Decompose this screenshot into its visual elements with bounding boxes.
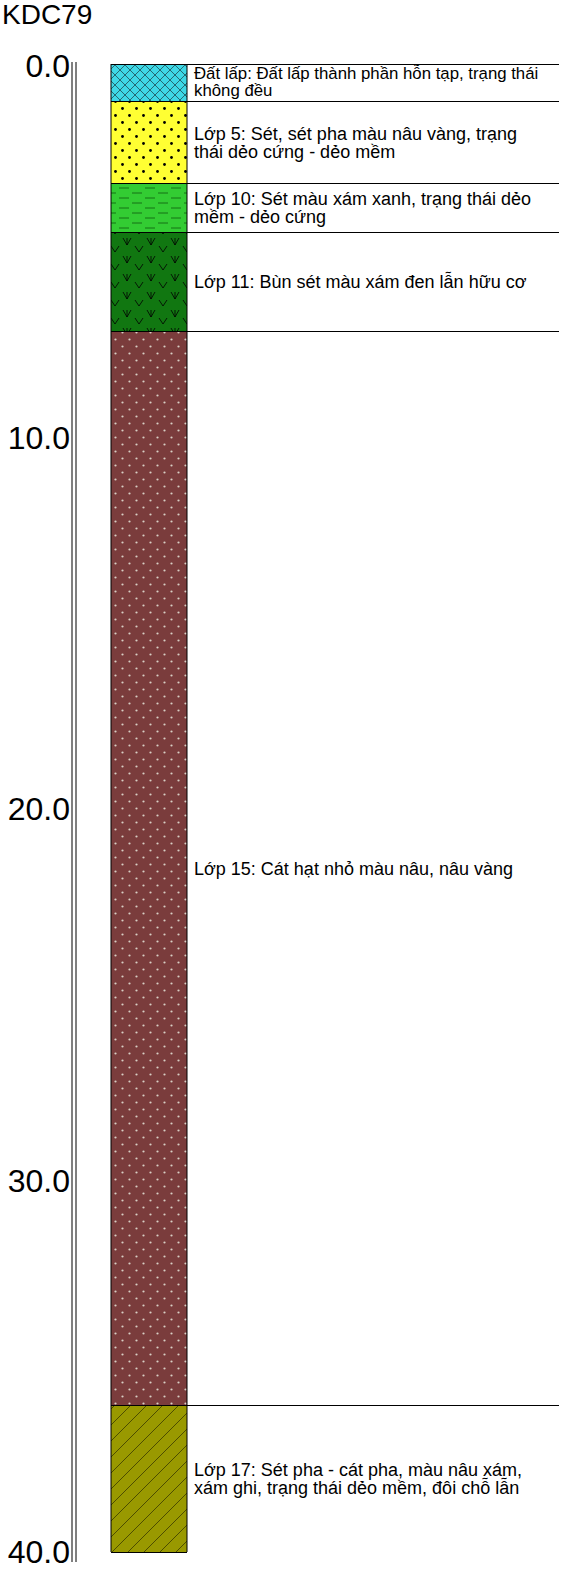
layer-description: Lớp 11: Bùn sét màu xám đen lẫn hữu cơ [194,273,539,291]
soil-layer-band: Đất lấp: Đất lấp thành phần hỗn tạp, trạ… [188,65,561,101]
layer-description: Đất lấp: Đất lấp thành phần hỗn tạp, trạ… [194,66,539,100]
layer-description: Lớp 17: Sét pha - cát pha, màu nâu xám, … [194,1461,539,1497]
soil-layer-band: Lớp 17: Sét pha - cát pha, màu nâu xám, … [188,1406,561,1552]
layer-description: Lớp 15: Cát hạt nhỏ màu nâu, nâu vàng [194,860,539,878]
depth-label: 10.0 [0,422,70,454]
depth-label: 30.0 [0,1165,70,1197]
layer-description: Lớp 10: Sét màu xám xanh, trạng thái dẻo… [194,190,539,226]
layer-description: Lớp 5: Sét, sét pha màu nâu vàng, trạng … [194,125,539,161]
depth-label: 40.0 [0,1536,70,1568]
depth-label: 20.0 [0,793,70,825]
depth-label: 0.0 [0,50,70,82]
soil-layer-band: Lớp 5: Sét, sét pha màu nâu vàng, trạng … [188,102,561,183]
soil-layer-band: Lớp 10: Sét màu xám xanh, trạng thái dẻo… [188,184,561,232]
borehole-title: KDC79 [2,1,92,29]
soil-layer-band: Lớp 15: Cát hạt nhỏ màu nâu, nâu vàng [188,332,561,1405]
soil-layer-band: Lớp 11: Bùn sét màu xám đen lẫn hữu cơ [188,233,561,331]
